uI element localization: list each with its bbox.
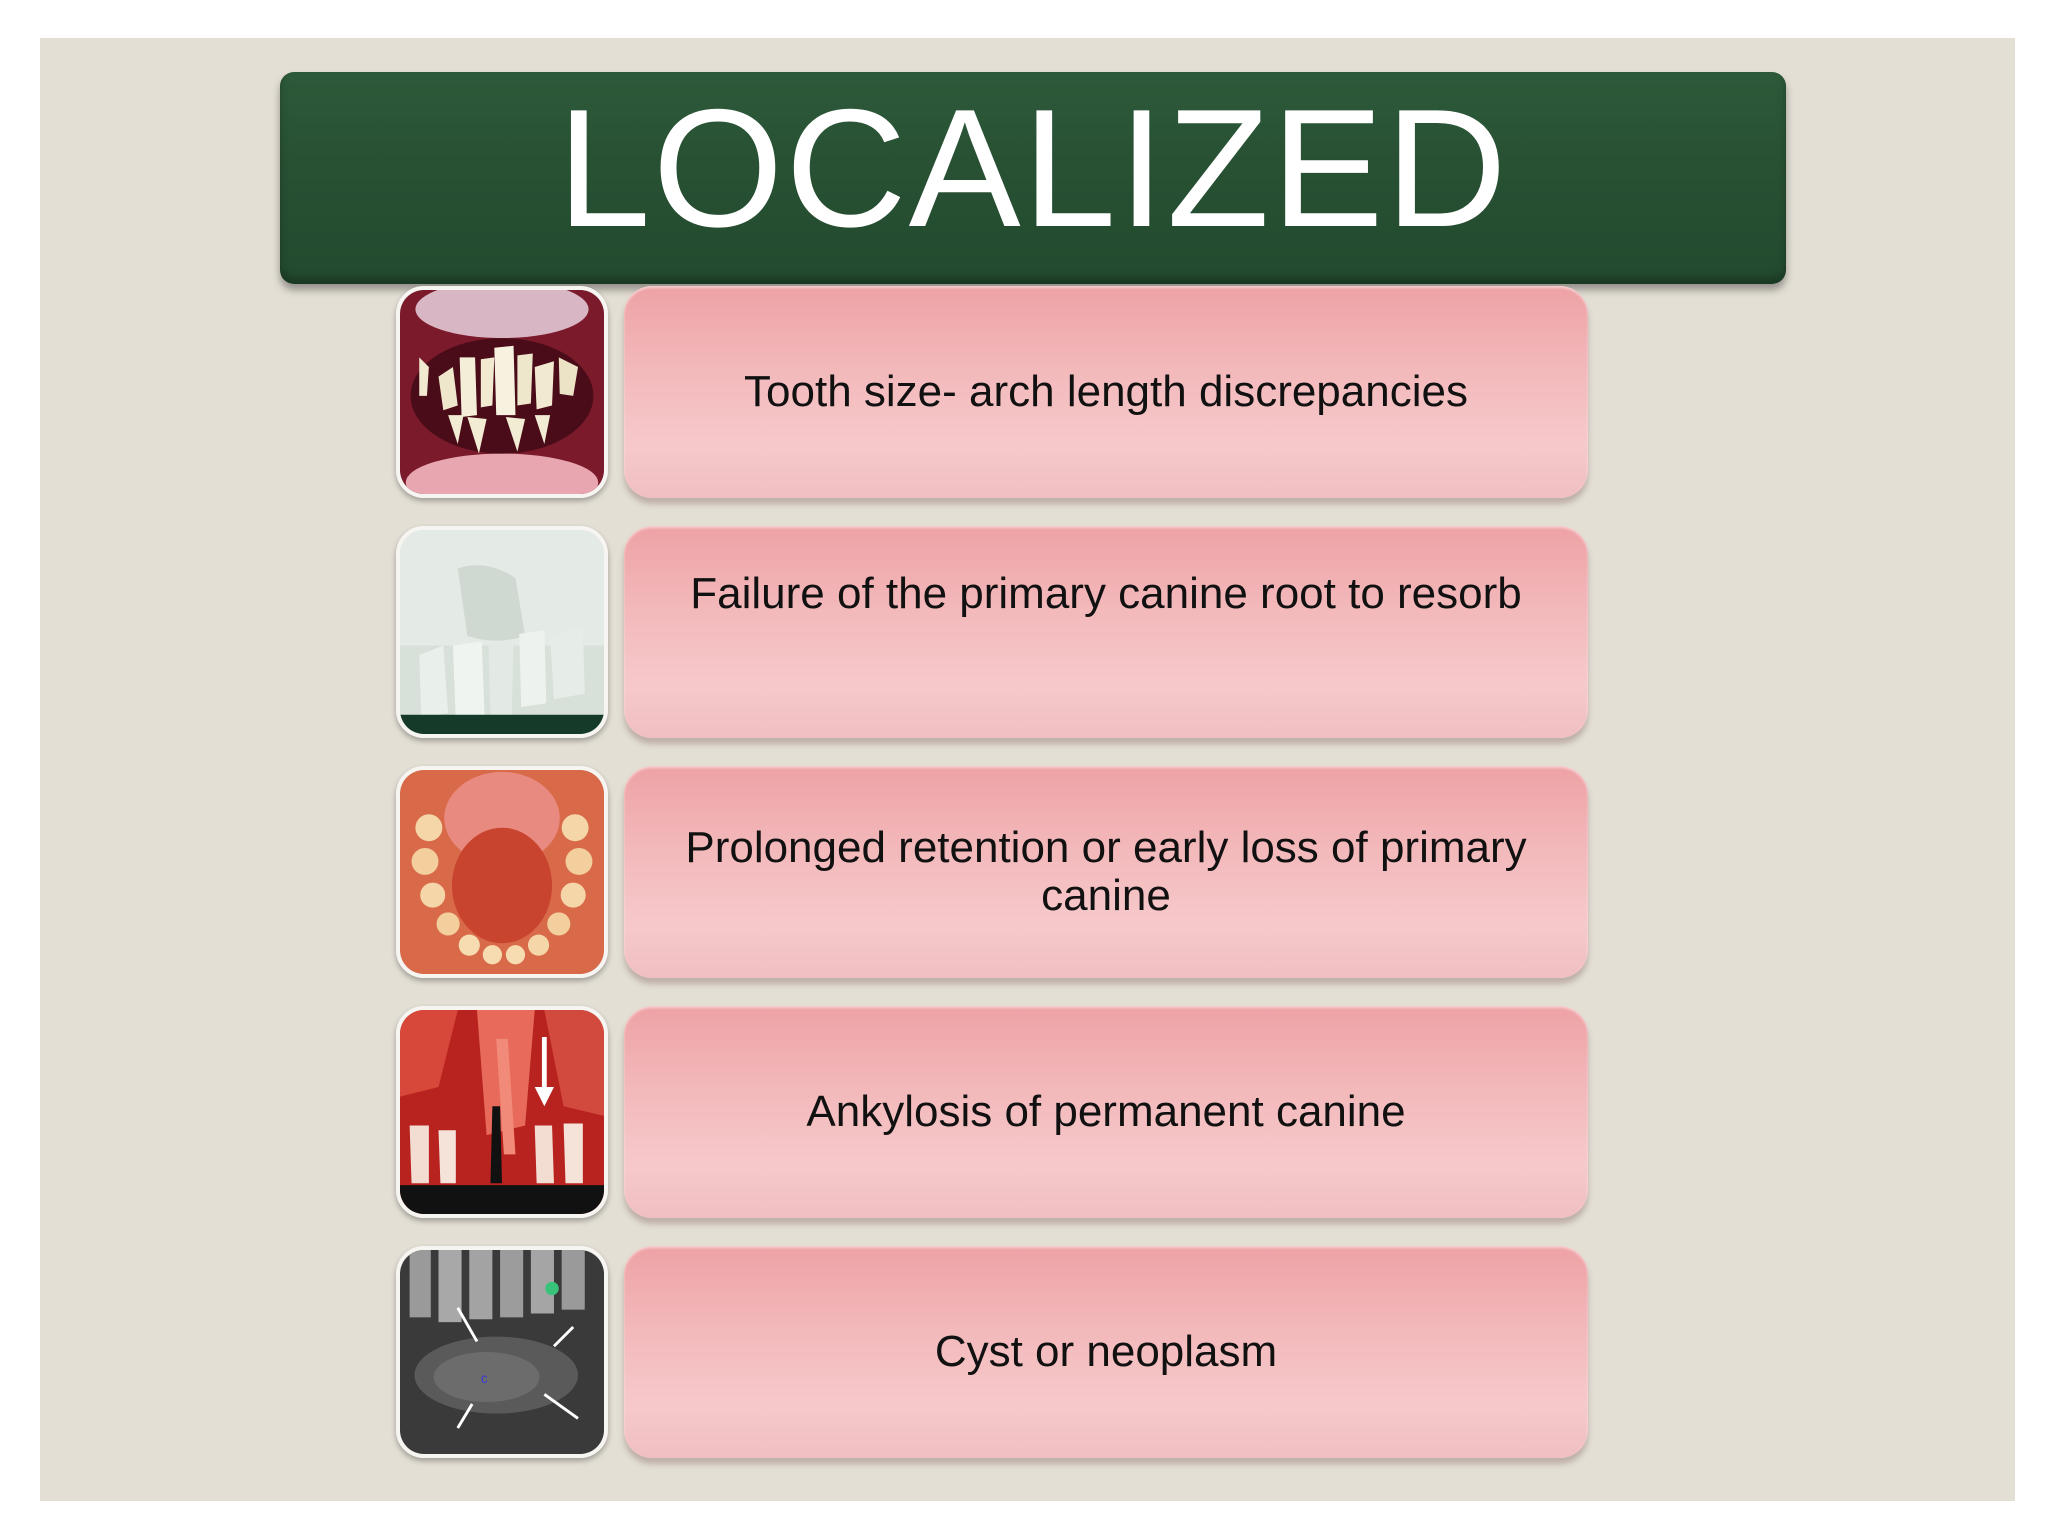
item-card: Ankylosis of permanent canine — [624, 1006, 1588, 1218]
svg-text:c: c — [481, 1371, 488, 1386]
lower-arch-photo — [396, 766, 608, 978]
crowded-teeth-photo — [396, 286, 608, 498]
item-text: Cyst or neoplasm — [934, 1327, 1278, 1376]
item-text: Failure of the primary canine root to re… — [690, 569, 1522, 618]
list-item: Prolonged retention or early loss of pri… — [396, 766, 1632, 978]
item-text: Prolonged retention or early loss of pri… — [685, 823, 1527, 920]
list-item: Failure of the primary canine root to re… — [396, 526, 1632, 738]
cyst-radiograph: c — [396, 1246, 608, 1458]
slide-title: LOCALIZED — [557, 74, 1509, 262]
dental-model-photo — [396, 526, 608, 738]
item-card: Failure of the primary canine root to re… — [624, 526, 1588, 738]
ankylosed-canine-radiograph — [396, 1006, 608, 1218]
item-card: Prolonged retention or early loss of pri… — [624, 766, 1588, 978]
list-item: c Cyst or neoplasm — [396, 1246, 1632, 1458]
item-card: Tooth size- arch length discrepancies — [624, 286, 1588, 498]
item-text: Ankylosis of permanent canine — [806, 1087, 1406, 1136]
item-card: Cyst or neoplasm — [624, 1246, 1588, 1458]
list-item: Ankylosis of permanent canine — [396, 1006, 1632, 1218]
slide: LOCALIZED T — [40, 38, 2015, 1501]
title-banner: LOCALIZED — [280, 72, 1786, 284]
list-item: Tooth size- arch length discrepancies — [396, 286, 1632, 498]
item-text: Tooth size- arch length discrepancies — [744, 367, 1468, 416]
